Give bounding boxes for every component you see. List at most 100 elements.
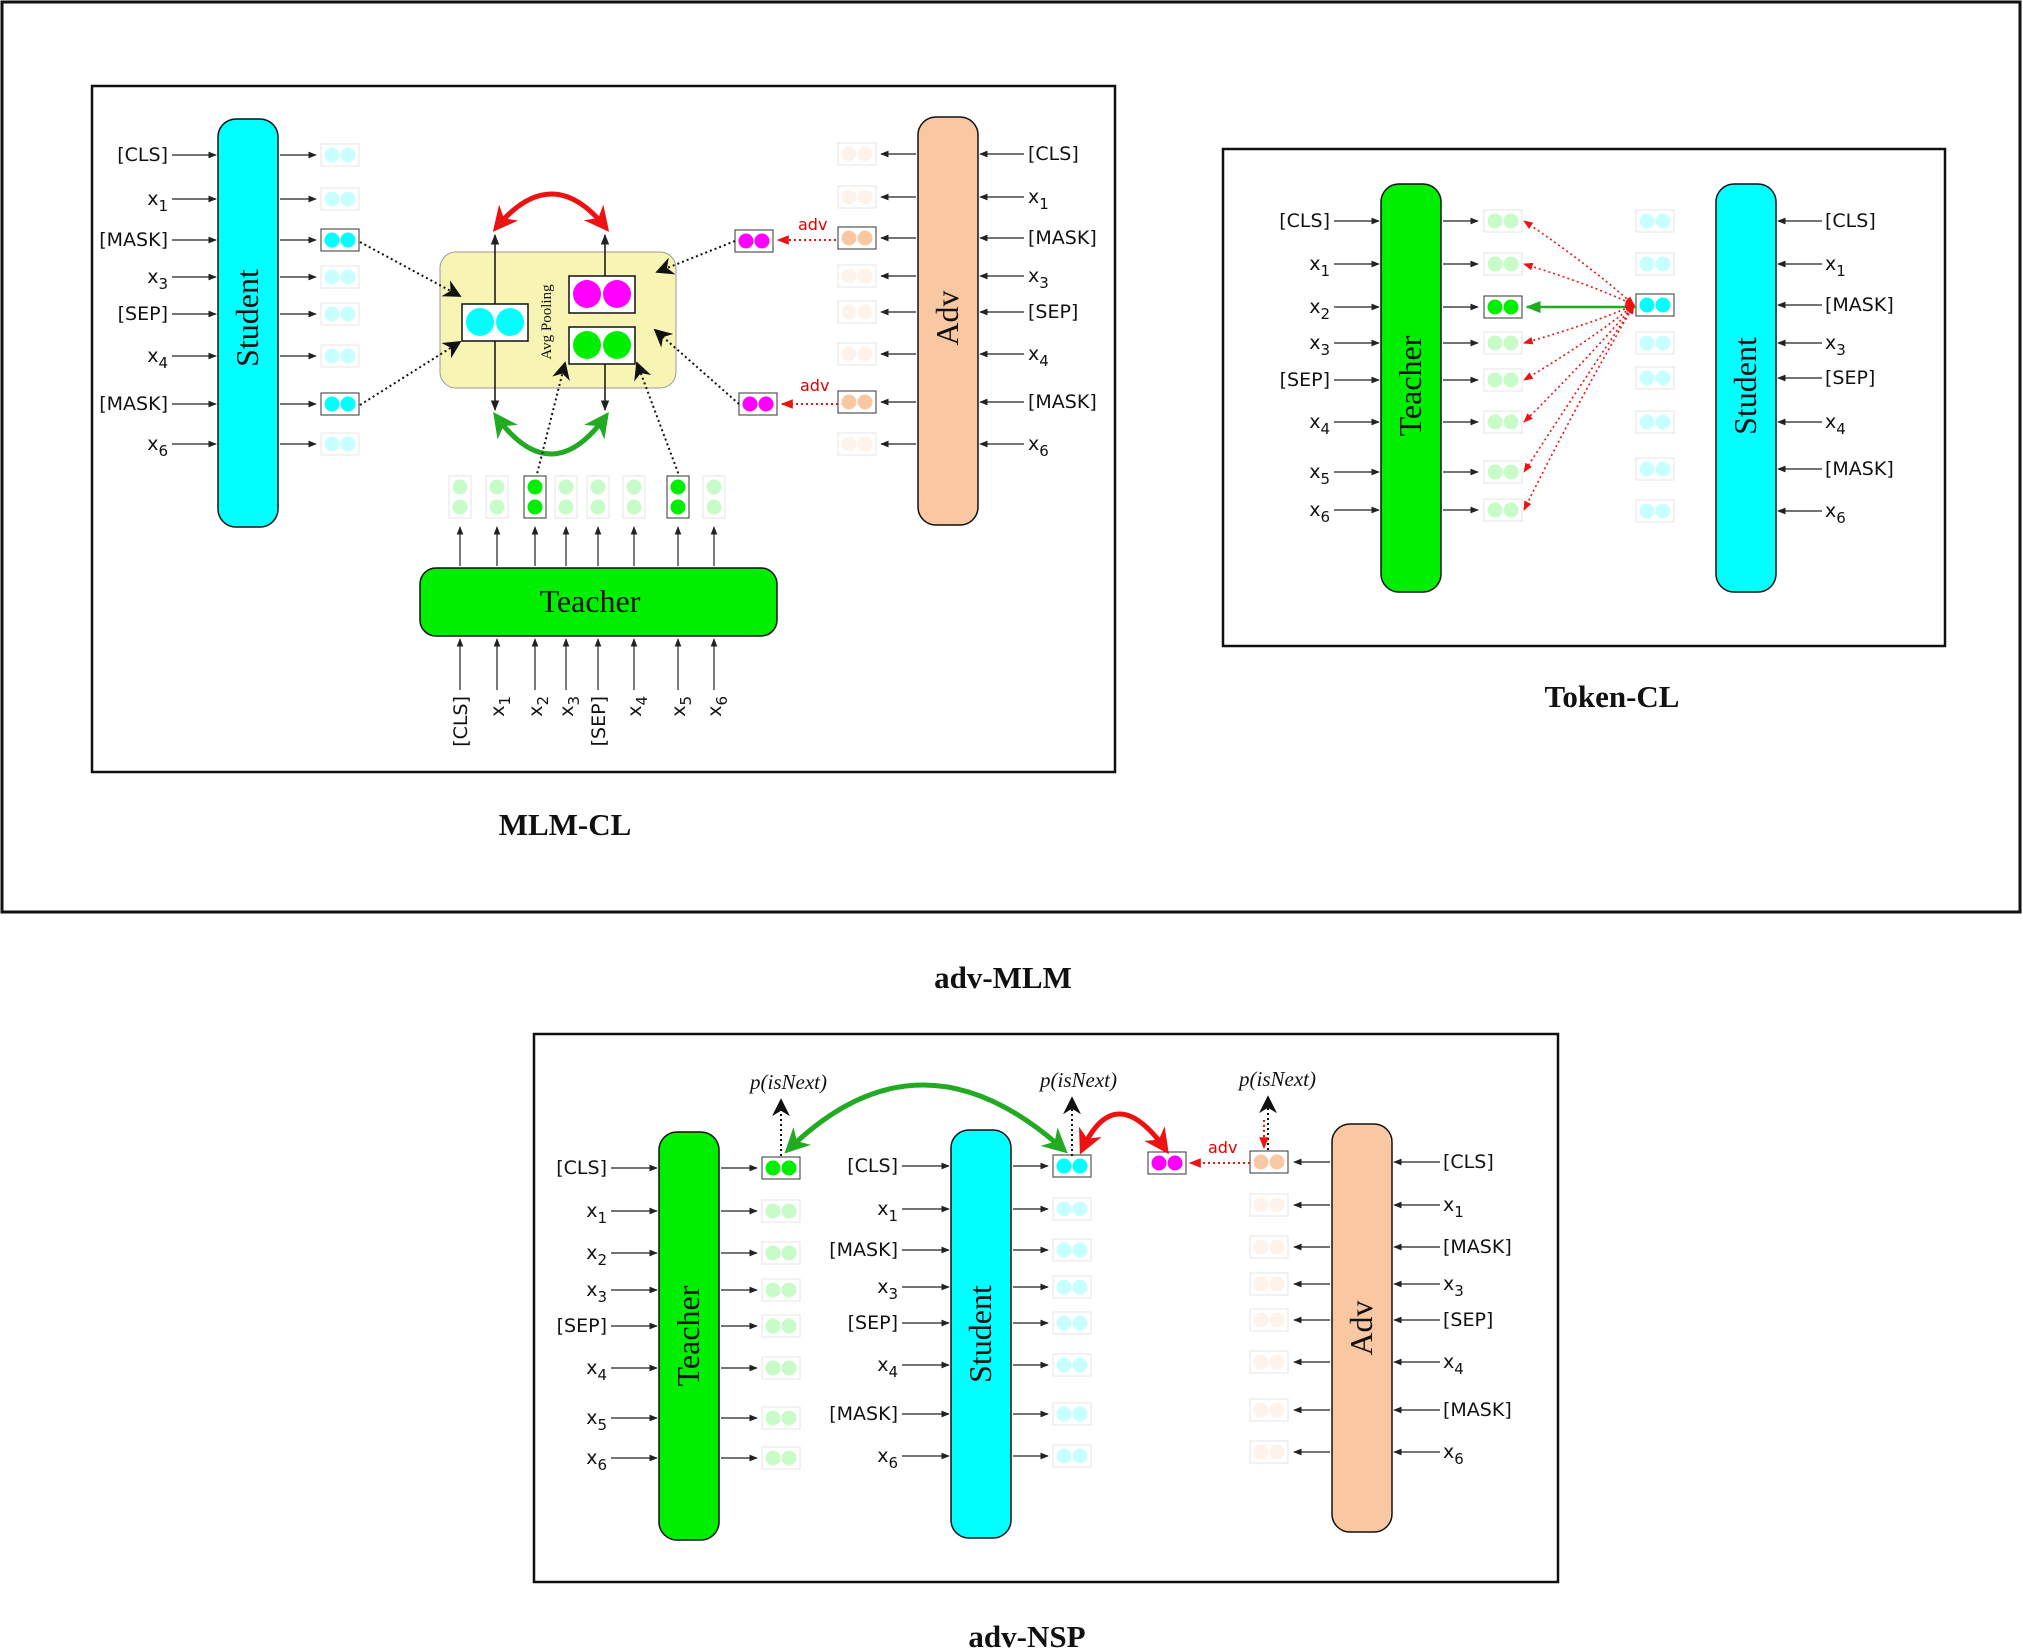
token-teacher-token: x5	[1309, 461, 1330, 488]
mlm-adv-output-vector	[837, 342, 877, 366]
nsp-student-output-vector	[1052, 1444, 1092, 1468]
nsp-student-output-vector	[1052, 1275, 1092, 1299]
mlm-adv-label: Adv	[929, 290, 965, 345]
nsp-teacher-output-vector	[761, 1278, 801, 1302]
mlm-student-token: x1	[147, 188, 168, 215]
mlm-teacher-output-vector	[586, 475, 610, 519]
mlm-teacher-output-vector	[485, 475, 509, 519]
mlm-student-pool-arrow-1	[359, 241, 462, 297]
pooled-student-vector	[461, 303, 529, 342]
token-student-output-vector	[1635, 252, 1675, 276]
nsp-adv-token: [SEP]	[1443, 1309, 1493, 1331]
token-negative-arrows	[1523, 220, 1635, 511]
nsp-student-token: x4	[877, 1354, 898, 1381]
mlm-adv-output-vector	[837, 390, 877, 414]
nsp-adv-output-vector	[1249, 1150, 1289, 1174]
token-teacher-token: [SEP]	[1280, 369, 1330, 391]
mlm-adv-output-list	[837, 142, 916, 456]
nsp-adv-token-list: [CLS]x1[MASK]x3[SEP]x4[MASK]x6	[1393, 1151, 1512, 1468]
nsp-adv-label: Adv	[1343, 1300, 1379, 1355]
mlm-adv-token: x3	[1028, 265, 1049, 292]
mlm-teacher-output-vector	[554, 475, 578, 519]
token-student-token: x4	[1825, 411, 1846, 438]
mlm-teacher-token: x2	[525, 696, 552, 717]
token-student-output-vector	[1635, 209, 1675, 233]
mlm-student-token: [MASK]	[99, 229, 168, 251]
mlm-cl-frame	[90, 84, 1117, 774]
nsp-teacher-token: x6	[586, 1447, 607, 1474]
adv-mlm-frame	[0, 0, 2022, 914]
mlm-teacher-output-vector	[666, 475, 690, 519]
token-teacher-output-vector	[1483, 209, 1523, 233]
mlm-adv-token: x4	[1028, 343, 1049, 370]
token-student-output-vector	[1635, 410, 1675, 434]
token-student-token: [MASK]	[1825, 458, 1894, 480]
token-teacher-token: x2	[1309, 296, 1330, 323]
nsp-student-output-vector	[1052, 1311, 1092, 1335]
token-teacher-token: x4	[1309, 411, 1330, 438]
mlm-teacher-output-vector	[702, 475, 726, 519]
nsp-student-token: [MASK]	[829, 1403, 898, 1425]
mlm-student-output-vector	[320, 392, 360, 416]
token-negative-arrow	[1523, 304, 1635, 473]
mlm-student-output-vector	[320, 187, 360, 211]
nsp-adv-token: [CLS]	[1443, 1151, 1494, 1173]
mlm-adv-arrow-label-1: adv	[798, 215, 827, 234]
token-cl-frame	[1221, 147, 1947, 648]
mlm-adv-output-mask-1	[734, 229, 774, 253]
mlm-student-token-list: [CLS]x1[MASK]x3[SEP]x4[MASK]x6	[99, 144, 217, 460]
token-teacher-label: Teacher	[1392, 335, 1428, 436]
mlm-adv-arrow-label-2: adv	[800, 376, 829, 395]
nsp-student-output-vector	[1052, 1238, 1092, 1262]
token-teacher-output-vector	[1483, 252, 1523, 276]
mlm-adv-output-vector	[837, 226, 877, 250]
token-teacher-output-vector	[1483, 460, 1523, 484]
token-teacher-token: x1	[1309, 253, 1330, 280]
nsp-adv-output-vector	[1249, 1398, 1289, 1422]
mlm-teacher-token: x5	[668, 696, 695, 717]
mlm-teacher-output-vector	[622, 475, 646, 519]
mlm-teacher-token: [SEP]	[588, 696, 610, 746]
nsp-teacher-block	[658, 1131, 720, 1541]
nsp-student-output-vector	[1052, 1402, 1092, 1426]
mlm-student-token: x3	[147, 266, 168, 293]
token-student-token: x6	[1825, 500, 1846, 527]
nsp-student-token: x3	[877, 1276, 898, 1303]
nsp-teacher-isnext-label: p(isNext)	[748, 1070, 827, 1094]
mlm-positive-pair-arrow	[493, 411, 609, 457]
token-teacher-output-vector	[1483, 498, 1523, 522]
nsp-adv-token: [MASK]	[1443, 1399, 1512, 1421]
mlm-adv-output-vector	[837, 264, 877, 288]
adv-nsp-frame	[532, 1032, 1560, 1584]
mlm-adv-token: [MASK]	[1028, 227, 1097, 249]
mlm-student-token: x4	[147, 345, 168, 372]
token-student-output-vector	[1635, 366, 1675, 390]
nsp-student-isnext-label: p(isNext)	[1038, 1068, 1117, 1092]
token-student-token: x3	[1825, 332, 1846, 359]
nsp-student-output-vector	[1052, 1197, 1092, 1221]
mlm-student-output-vector	[320, 302, 360, 326]
mlm-student-output-vector	[320, 228, 360, 252]
mlm-student-output-vector	[320, 344, 360, 368]
mlm-teacher-block	[419, 567, 778, 637]
nsp-teacher-output-vector	[761, 1241, 801, 1265]
token-teacher-block	[1380, 183, 1442, 593]
nsp-adv-output-magenta	[1147, 1151, 1187, 1175]
mlm-student-token: [CLS]	[117, 144, 168, 166]
mlm-teacher-token: x4	[624, 696, 651, 717]
nsp-adv-block	[1331, 1123, 1393, 1533]
mlm-cl-caption: MLM-CL	[499, 807, 632, 842]
token-teacher-output-vector	[1483, 410, 1523, 434]
nsp-teacher-output-vector	[761, 1156, 801, 1180]
mlm-teacher-token: x6	[704, 696, 731, 717]
mlm-adv-output-vector	[837, 432, 877, 456]
nsp-negative-pair-arrow	[1078, 1111, 1169, 1155]
nsp-student-token: [CLS]	[847, 1155, 898, 1177]
token-student-token: [CLS]	[1825, 210, 1876, 232]
nsp-teacher-token: x2	[586, 1242, 607, 1269]
nsp-student-token-list: [CLS]x1[MASK]x3[SEP]x4[MASK]x6	[829, 1155, 950, 1472]
mlm-teacher-token: x1	[487, 696, 514, 717]
nsp-teacher-token: [SEP]	[557, 1315, 607, 1337]
